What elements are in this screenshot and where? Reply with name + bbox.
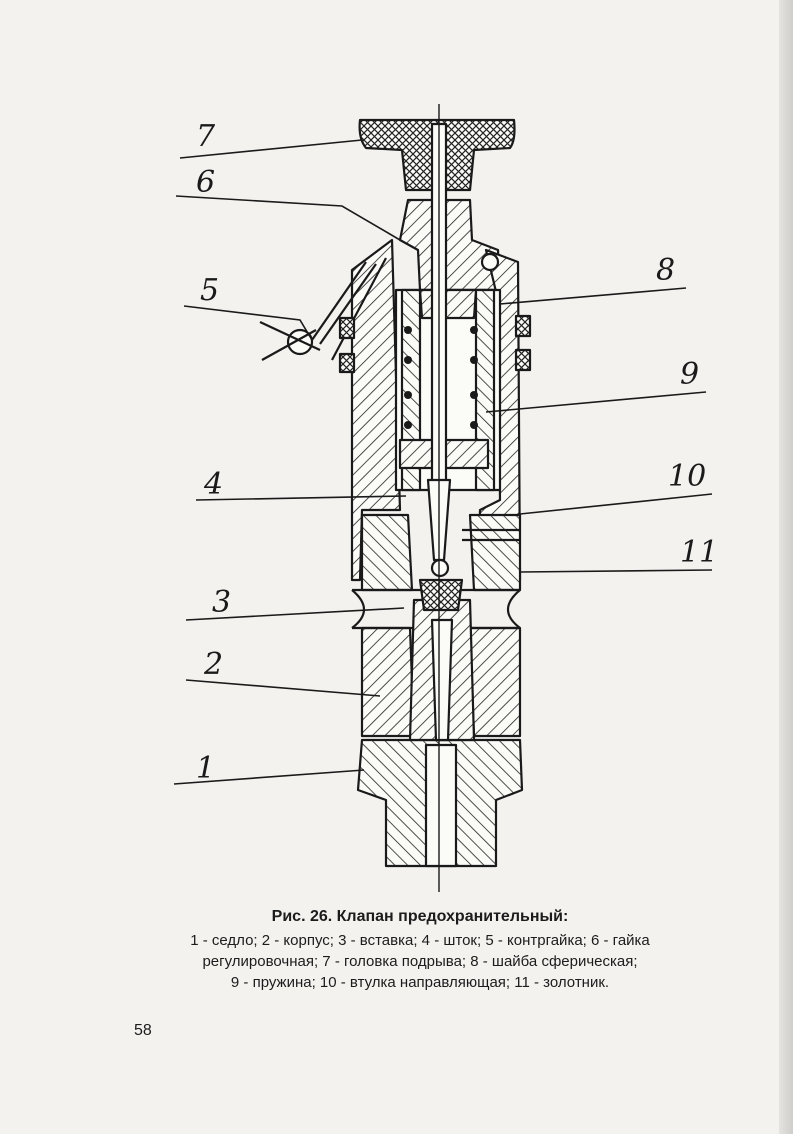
caption-line: 9 - пружина; 10 - втулка направляющая; 1… <box>230 974 610 991</box>
seat-part-1 <box>356 738 524 868</box>
spool-part-11 <box>418 528 520 612</box>
callout-9: 9 <box>680 357 699 392</box>
caption-line: 1 - седло; 2 - корпус; 3 - вставка; 4 - … <box>190 932 650 949</box>
plug <box>480 252 500 272</box>
callout-6: 6 <box>196 165 215 200</box>
page-number: 58 <box>134 1022 152 1039</box>
caption-title: Рис. 26. Клапан предохранительный: <box>271 908 569 925</box>
callout-1: 1 <box>196 751 215 786</box>
callout-3: 3 <box>212 585 231 620</box>
callout-2: 2 <box>203 647 223 682</box>
adjusting-nut-part-6 <box>398 198 502 292</box>
caption-line: регулировочная; 7 - головка подрыва; 8 -… <box>202 953 638 970</box>
callout-7: 7 <box>196 119 216 154</box>
spherical-washer-part-8 <box>418 288 478 320</box>
insert-part-3 <box>408 598 476 742</box>
callout-5: 5 <box>200 273 219 308</box>
callout-10: 10 <box>668 459 706 494</box>
leader-lines <box>173 139 713 785</box>
callout-8: 8 <box>656 253 675 288</box>
page-edge-shadow <box>779 0 793 1134</box>
figure-caption: Рис. 26. Клапан предохранительный: 1 - с… <box>110 908 730 993</box>
callout-4: 4 <box>203 467 223 502</box>
callout-11: 11 <box>680 535 718 570</box>
lock-nut-part-5 <box>259 257 532 374</box>
